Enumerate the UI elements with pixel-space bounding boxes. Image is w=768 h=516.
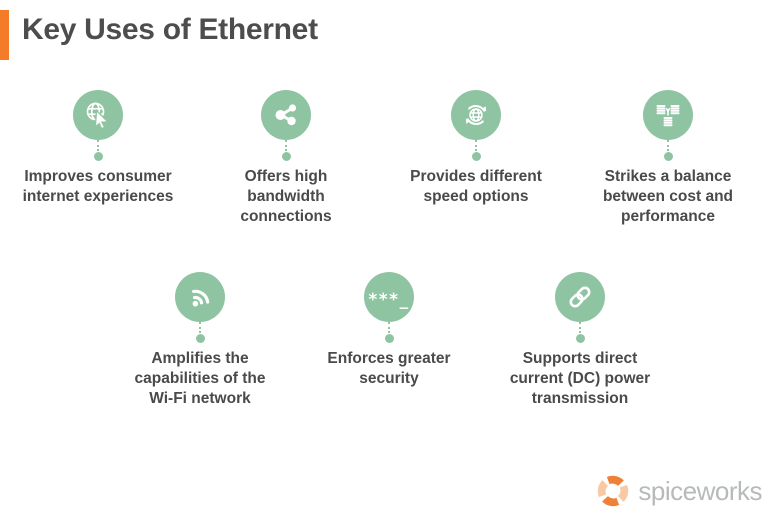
label-line: Provides different — [410, 168, 542, 185]
connector-dot — [384, 334, 394, 343]
spiceworks-pinwheel-icon — [598, 475, 629, 507]
label-line: current (DC) power — [509, 370, 651, 387]
feature-label: Offers high bandwidth connections — [240, 167, 331, 227]
label-line: between cost and — [602, 188, 734, 205]
dotted-connector — [475, 140, 477, 151]
share-nodes-icon — [275, 104, 297, 126]
wifi-signal-icon — [192, 289, 210, 307]
feature-item: Provides different speed options — [381, 90, 571, 207]
feature-label: Strikes a balance between cost and perfo… — [603, 167, 733, 227]
feature-item: Strikes a balance between cost and perfo… — [573, 90, 763, 227]
icon-badge — [555, 272, 605, 322]
dotted-connector — [285, 140, 287, 151]
connector-dot — [471, 152, 481, 161]
label-line: performance — [621, 208, 715, 225]
label-line: transmission — [531, 390, 629, 407]
connector-dot — [195, 334, 205, 343]
connector-dot — [575, 334, 585, 343]
icon-badge: ***_ — [364, 272, 414, 322]
dotted-connector — [579, 322, 581, 333]
feature-item: ***_ Enforces greater security — [294, 272, 484, 389]
label-line: speed options — [423, 188, 529, 205]
feature-label: Supports direct current (DC) power trans… — [510, 349, 650, 409]
brand-name: spiceworks — [638, 476, 762, 506]
chain-link-icon — [569, 286, 591, 308]
label-line: bandwidth — [247, 188, 325, 205]
connector-dot — [281, 152, 291, 161]
feature-item: Amplifies the capabilities of the Wi-Fi … — [105, 272, 295, 409]
brand-logo: spiceworks — [593, 471, 762, 511]
dotted-connector — [199, 322, 201, 333]
page-title: Key Uses of Ethernet — [22, 13, 318, 46]
icon-badge — [643, 90, 693, 140]
coins-balance-icon — [656, 105, 680, 127]
label-line: Supports direct — [522, 350, 638, 367]
feature-label: Provides different speed options — [410, 167, 542, 207]
icon-badge — [451, 90, 501, 140]
icon-badge — [175, 272, 225, 322]
globe-sync-icon — [465, 104, 487, 126]
connector-dot — [93, 152, 103, 161]
label-line: Strikes a balance — [604, 168, 732, 185]
feature-label: Improves consumer internet experiences — [23, 167, 174, 207]
feature-item: Offers high bandwidth connections — [191, 90, 381, 227]
icon-badge — [261, 90, 311, 140]
label-line: Wi-Fi network — [149, 390, 251, 407]
title-accent-bar — [0, 10, 9, 60]
feature-item: Improves consumer internet experiences — [3, 90, 193, 207]
label-line: internet experiences — [22, 188, 174, 205]
label-line: connections — [240, 208, 332, 225]
feature-item: Supports direct current (DC) power trans… — [485, 272, 675, 409]
globe-cursor-icon — [86, 102, 110, 130]
connector-dot — [663, 152, 673, 161]
feature-label: Amplifies the capabilities of the Wi-Fi … — [135, 349, 266, 409]
label-line: Improves consumer — [24, 168, 172, 185]
label-line: security — [359, 370, 419, 387]
label-line: Enforces greater — [327, 350, 451, 367]
dotted-connector — [97, 140, 99, 151]
label-line: Offers high — [244, 168, 328, 185]
label-line: capabilities of the — [134, 370, 266, 387]
icon-badge — [73, 90, 123, 140]
label-line: Amplifies the — [151, 350, 249, 367]
dotted-connector — [388, 322, 390, 333]
dotted-connector — [667, 140, 669, 151]
feature-label: Enforces greater security — [327, 349, 450, 389]
password-icon: ***_ — [368, 290, 410, 310]
